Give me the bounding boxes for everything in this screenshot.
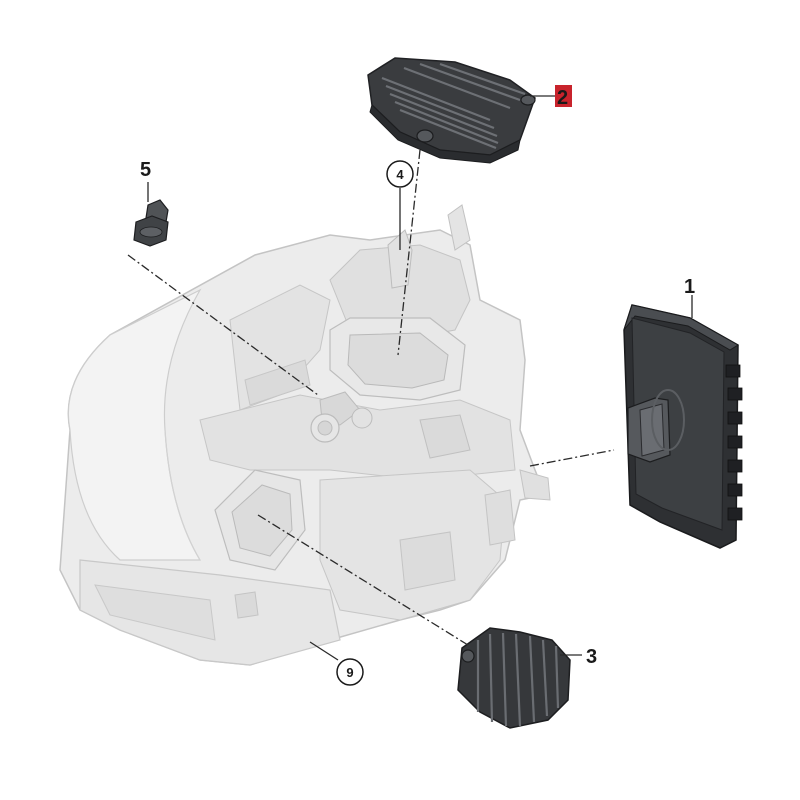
callout-3: 3 bbox=[586, 646, 597, 668]
callout-9-ring: 9 bbox=[336, 658, 364, 686]
highlight-box bbox=[555, 85, 572, 107]
callout-ring bbox=[386, 160, 414, 188]
callout-5: 5 bbox=[140, 159, 151, 181]
callout-2-highlighted: 2 bbox=[555, 85, 572, 109]
callout-1: 1 bbox=[684, 276, 695, 298]
module-1-control-unit bbox=[623, 304, 743, 549]
part-5-plug bbox=[133, 199, 169, 247]
callout-label-4: 4 bbox=[396, 167, 404, 182]
callout-4-ring: 4 bbox=[386, 160, 414, 188]
module-2-heatsink bbox=[367, 57, 536, 164]
headlight-housing bbox=[59, 204, 551, 666]
leader-lines bbox=[147, 95, 693, 661]
callout-label-3: 3 bbox=[586, 646, 597, 668]
callout-ring bbox=[336, 658, 364, 686]
callout-label-1: 1 bbox=[684, 276, 695, 298]
module-3-heatsink bbox=[457, 627, 571, 729]
callout-label-9: 9 bbox=[346, 665, 353, 680]
callout-label-5: 5 bbox=[140, 159, 151, 181]
assembly-lines bbox=[127, 149, 615, 646]
callout-label-2: 2 bbox=[557, 87, 568, 109]
